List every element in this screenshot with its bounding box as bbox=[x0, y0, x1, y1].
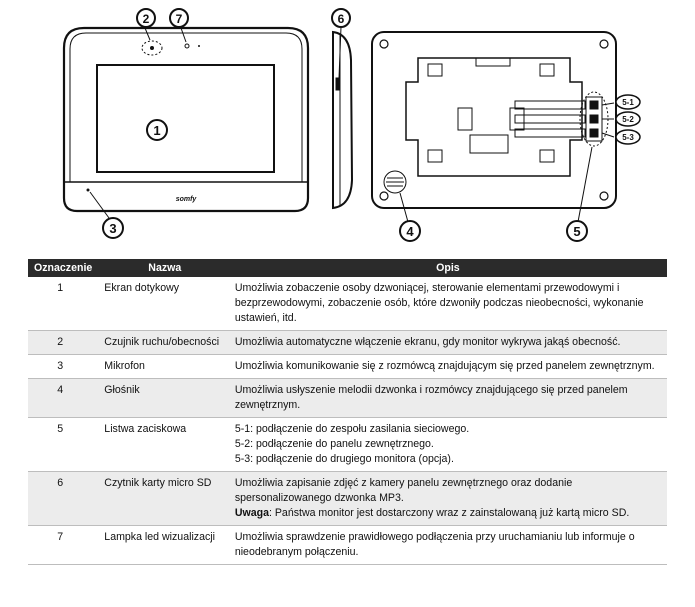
table-row: 5 Listwa zaciskowa 5-1: podłączenie do z… bbox=[28, 417, 667, 472]
row-name: Mikrofon bbox=[98, 354, 229, 379]
table-row: 3 Mikrofon Umożliwia komunikowanie się z… bbox=[28, 354, 667, 379]
callout-7: 7 bbox=[169, 8, 189, 28]
table-row: 4 Głośnik Umożliwia usłyszenie melodii d… bbox=[28, 378, 667, 418]
callout-2: 2 bbox=[136, 8, 156, 28]
row-name: Głośnik bbox=[98, 378, 229, 418]
row-name: Czujnik ruchu/obecności bbox=[98, 330, 229, 355]
callout-1: 1 bbox=[146, 119, 168, 141]
svg-text:2: 2 bbox=[143, 12, 150, 26]
table-row: 6 Czytnik karty micro SD Umożliwia zapis… bbox=[28, 471, 667, 526]
callout-3: 3 bbox=[102, 217, 124, 239]
terminal-label-5-1: 5-1 bbox=[615, 94, 641, 110]
terminal-label-5-3: 5-3 bbox=[615, 129, 641, 145]
row-desc: 5-1: podłączenie do zespołu zasilania si… bbox=[228, 417, 667, 472]
row-name: Listwa zaciskowa bbox=[98, 417, 229, 472]
row-name: Ekran dotykowy bbox=[98, 277, 229, 331]
monitor-diagram: somfy bbox=[62, 8, 641, 242]
row-desc: Umożliwia automatyczne włączenie ekranu,… bbox=[228, 330, 667, 355]
header-desc: Opis bbox=[228, 259, 667, 277]
svg-text:5-1: 5-1 bbox=[622, 98, 634, 107]
brand-label: somfy bbox=[176, 196, 198, 203]
microphone-dot bbox=[86, 188, 90, 192]
monitor-front-view bbox=[62, 26, 310, 219]
svg-text:4: 4 bbox=[406, 224, 414, 239]
svg-text:3: 3 bbox=[109, 221, 116, 236]
note-label: Uwaga bbox=[234, 507, 269, 519]
row-id: 7 bbox=[28, 525, 99, 565]
row-desc: Umożliwia sprawdzenie prawidłowego podłą… bbox=[228, 525, 667, 565]
header-id: Oznaczenie bbox=[28, 259, 99, 277]
callout-6: 6 bbox=[331, 8, 351, 28]
row-id: 3 bbox=[28, 354, 99, 379]
svg-text:5-3: 5-3 bbox=[622, 133, 634, 142]
terminal-label-5-2: 5-2 bbox=[615, 111, 641, 127]
row-name: Czytnik karty micro SD bbox=[98, 471, 229, 526]
row-desc: Umożliwia zobaczenie osoby dzwoniącej, s… bbox=[228, 277, 667, 331]
motion-sensor-marker bbox=[141, 40, 163, 56]
table-row: 1 Ekran dotykowy Umożliwia zobaczenie os… bbox=[28, 277, 667, 331]
svg-text:5-2: 5-2 bbox=[622, 115, 634, 124]
row-desc: Umożliwia komunikowanie się z rozmówcą z… bbox=[228, 354, 667, 379]
row-id: 5 bbox=[28, 417, 99, 472]
monitor-back-view bbox=[371, 31, 617, 223]
row-id: 2 bbox=[28, 330, 99, 355]
components-table: Oznaczenie Nazwa Opis 1 Ekran dotykowy U… bbox=[28, 259, 667, 565]
row-id: 6 bbox=[28, 471, 99, 526]
callout-4: 4 bbox=[399, 220, 421, 242]
table-row: 7 Lampka led wizualizacji Umożliwia spra… bbox=[28, 525, 667, 565]
row-name: Lampka led wizualizacji bbox=[98, 525, 229, 565]
svg-text:7: 7 bbox=[176, 12, 183, 26]
table-header-row: Oznaczenie Nazwa Opis bbox=[28, 259, 667, 277]
terminal-block bbox=[514, 91, 615, 147]
svg-text:6: 6 bbox=[338, 12, 345, 26]
svg-text:5: 5 bbox=[573, 224, 580, 239]
speaker-grille bbox=[383, 170, 407, 194]
table-row: 2 Czujnik ruchu/obecności Umożliwia auto… bbox=[28, 330, 667, 355]
header-name: Nazwa bbox=[98, 259, 229, 277]
row-id: 4 bbox=[28, 378, 99, 418]
sd-slot bbox=[335, 77, 341, 91]
row-id: 1 bbox=[28, 277, 99, 331]
svg-text:1: 1 bbox=[153, 123, 160, 138]
note-text: : Państwa monitor jest dostarczony wraz … bbox=[268, 507, 630, 519]
row-desc: Umożliwia usłyszenie melodii dzwonka i r… bbox=[228, 378, 667, 418]
monitor-side-view bbox=[332, 26, 354, 210]
touch-screen-area bbox=[96, 64, 275, 173]
callout-5: 5 bbox=[566, 220, 588, 242]
row-desc: Umożliwia zapisanie zdjęć z kamery panel… bbox=[228, 471, 667, 526]
